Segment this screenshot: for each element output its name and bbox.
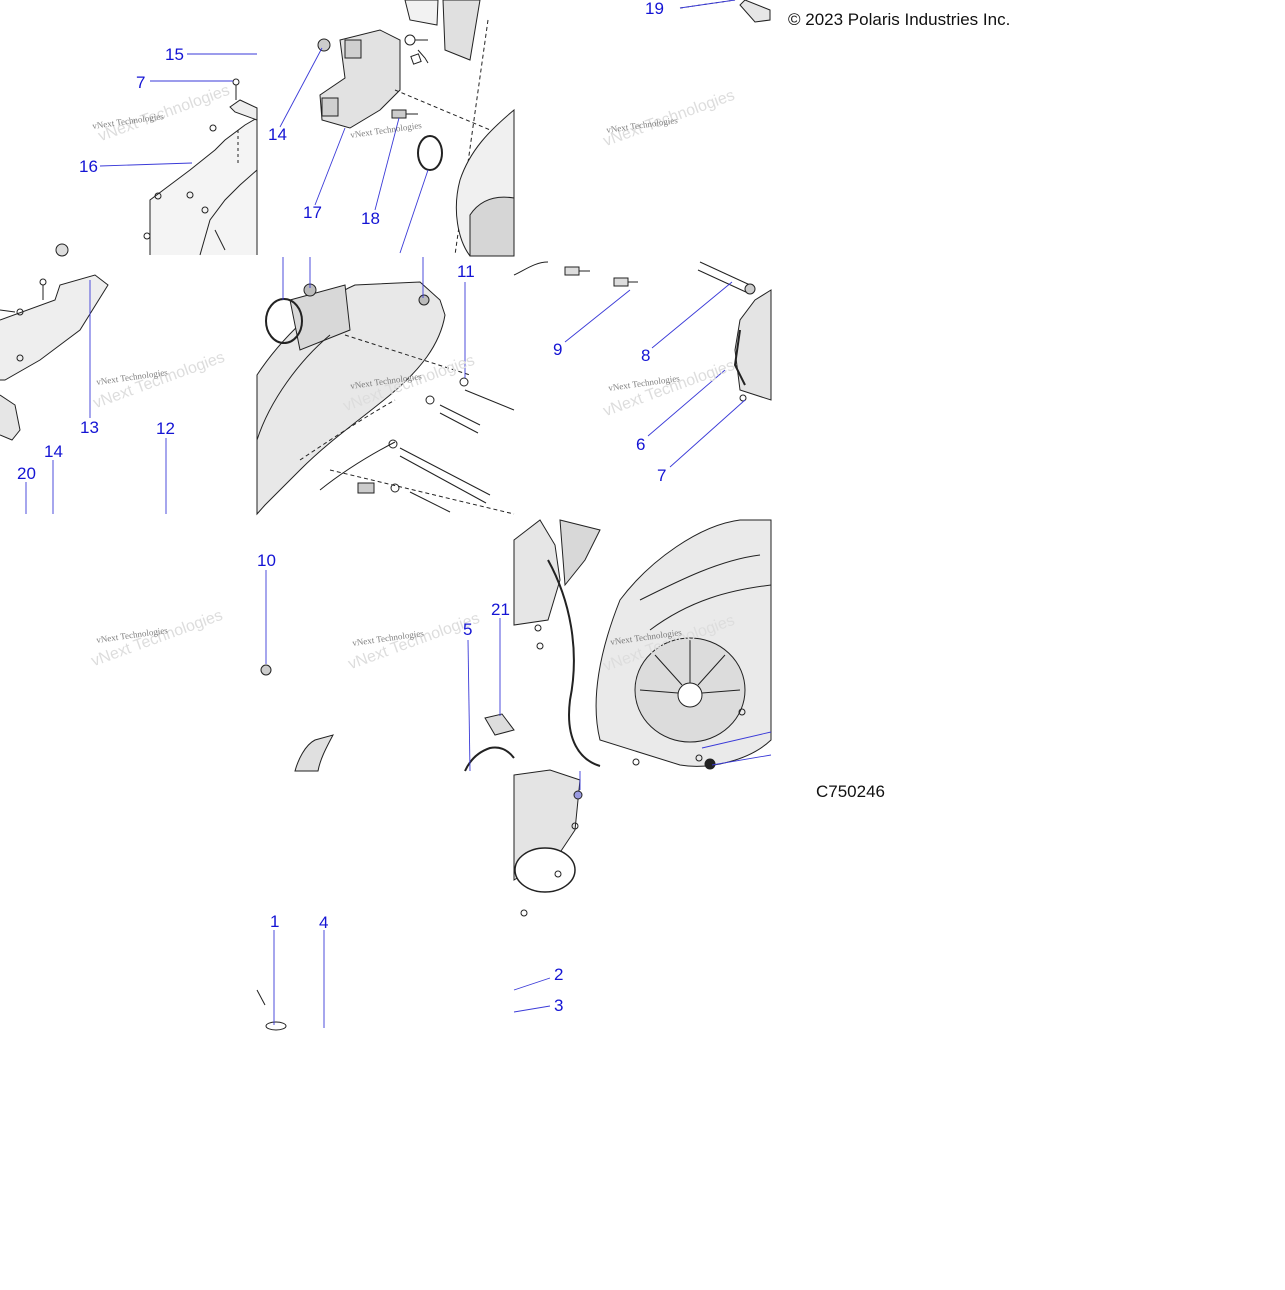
heat-shield-left (0, 243, 109, 441)
callout-12: 12 (156, 419, 175, 438)
callout-7: 7 (657, 466, 667, 485)
callout-15: 15 (165, 45, 184, 64)
callout-3: 3 (554, 996, 564, 1015)
callout-18: 18 (361, 209, 380, 228)
leader-lines (25, 0, 772, 1028)
mount-bracket-upper (317, 0, 515, 257)
callout-2: 2 (554, 965, 564, 984)
callout-11: 11 (457, 262, 475, 281)
callout-4: 4 (319, 913, 329, 932)
callout-20: 20 (17, 464, 36, 483)
callout-8: 8 (641, 346, 651, 365)
callout-14: 14 (44, 442, 63, 461)
copyright-notice: © 2023 Polaris Industries Inc. (788, 10, 1011, 29)
bracket-assembly-upper-left (143, 78, 258, 256)
callout-7: 7 (136, 73, 146, 92)
outer-cover-fragments (260, 664, 515, 772)
callout-10: 10 (257, 551, 276, 570)
top-right-fragment (679, 0, 771, 23)
callout-17: 17 (303, 203, 322, 222)
callout-13: 13 (80, 418, 99, 437)
callout-1: 1 (270, 912, 280, 931)
callout-21: 21 (491, 600, 510, 619)
bolts-and-spacer (513, 261, 772, 402)
cover-lower-fragment (256, 769, 583, 1031)
clutch-cover-inner (256, 281, 515, 516)
callout-19: 19 (645, 0, 664, 18)
callout-5: 5 (463, 620, 473, 639)
clutch-cover-outer (513, 519, 772, 770)
drawing-code: C750246 (816, 782, 886, 801)
callout-9: 9 (553, 340, 563, 359)
callout-16: 16 (79, 157, 98, 176)
callout-14: 14 (268, 125, 287, 144)
callout-6: 6 (636, 435, 646, 454)
